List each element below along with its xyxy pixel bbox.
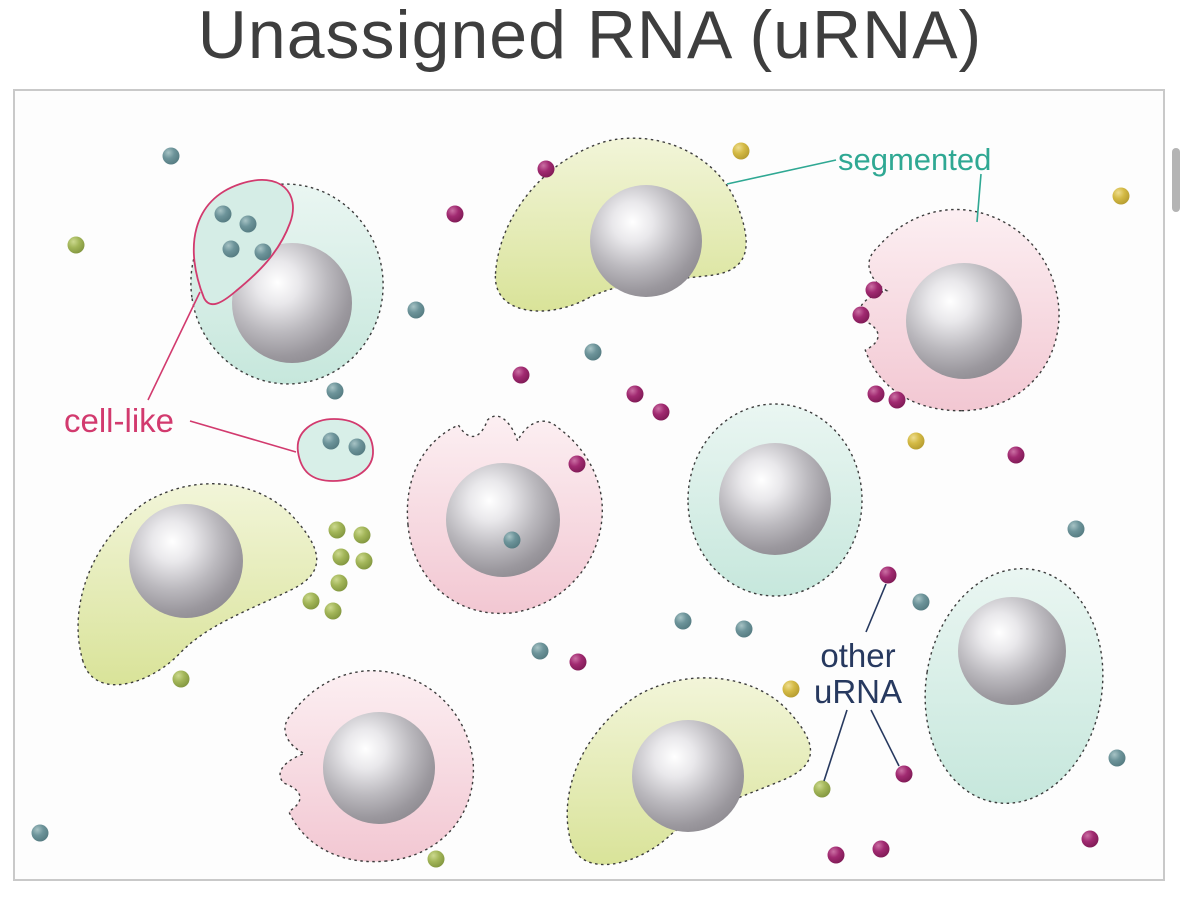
urna-dot-magenta xyxy=(865,281,883,299)
label-other-urna-line2: uRNA xyxy=(814,673,902,710)
urna-dot-teal xyxy=(1067,520,1085,538)
urna-dot-olive xyxy=(67,236,85,254)
urna-dot-teal xyxy=(162,147,180,165)
cell-teal-right xyxy=(924,567,1104,805)
connector-line xyxy=(870,709,900,767)
urna-dot-olive xyxy=(353,526,371,544)
cell-pink-bottom xyxy=(279,670,475,863)
nucleus xyxy=(323,712,435,824)
urna-dot-magenta xyxy=(827,846,845,864)
urna-dot-olive xyxy=(328,521,346,539)
urna-dot-teal xyxy=(254,243,272,261)
urna-dot-yellow xyxy=(907,432,925,450)
urna-dot-olive xyxy=(172,670,190,688)
urna-dot-yellow xyxy=(732,142,750,160)
urna-dot-teal xyxy=(326,382,344,400)
urna-dot-magenta xyxy=(626,385,644,403)
urna-dot-teal xyxy=(239,215,257,233)
figure-title: Unassigned RNA (uRNA) xyxy=(197,0,983,73)
cell-green-top xyxy=(494,137,747,312)
urna-dot-teal xyxy=(912,593,930,611)
urna-dot-olive xyxy=(813,780,831,798)
urna-dot-olive xyxy=(330,574,348,592)
nucleus xyxy=(719,443,831,555)
label-other-urna-line1: other xyxy=(820,637,895,674)
urna-dot-magenta xyxy=(852,306,870,324)
cell-pink-middle xyxy=(406,415,603,615)
urna-dot-olive xyxy=(427,850,445,868)
nucleus xyxy=(632,720,744,832)
urna-dot-magenta xyxy=(867,385,885,403)
urna-dot-magenta xyxy=(895,765,913,783)
urna-dot-teal xyxy=(322,432,340,450)
urna-dot-teal xyxy=(222,240,240,258)
scrollbar-thumb[interactable] xyxy=(1172,148,1180,212)
urna-dot-magenta xyxy=(888,391,906,409)
nucleus xyxy=(958,597,1066,705)
nucleus xyxy=(906,263,1022,379)
urna-dot-magenta xyxy=(446,205,464,223)
nucleus xyxy=(232,243,352,363)
urna-dot-magenta xyxy=(537,160,555,178)
nucleus xyxy=(590,185,702,297)
urna-dot-teal xyxy=(503,531,521,549)
region-cell-like-blob xyxy=(296,418,374,482)
urna-dot-magenta xyxy=(1081,830,1099,848)
urna-dot-olive xyxy=(324,602,342,620)
urna-dot-magenta xyxy=(568,455,586,473)
cell-teal-middle xyxy=(687,403,863,597)
cell-green-bottom xyxy=(566,677,811,866)
urna-dot-olive xyxy=(332,548,350,566)
nucleus xyxy=(446,463,560,577)
urna-dot-teal xyxy=(407,301,425,319)
urna-dot-teal xyxy=(1108,749,1126,767)
urna-dot-teal xyxy=(531,642,549,660)
connector-line xyxy=(865,583,887,633)
label-segmented: segmented xyxy=(838,142,991,177)
urna-dot-teal xyxy=(735,620,753,638)
connector-line xyxy=(189,420,297,453)
urna-dot-yellow xyxy=(782,680,800,698)
urna-dot-magenta xyxy=(512,366,530,384)
connector-line xyxy=(976,173,982,223)
connector-line xyxy=(823,709,848,782)
urna-dot-yellow xyxy=(1112,187,1130,205)
urna-dot-magenta xyxy=(652,403,670,421)
urna-dot-magenta xyxy=(1007,446,1025,464)
label-cell-like: cell-like xyxy=(64,402,174,439)
cell-green-left xyxy=(77,483,318,686)
connector-line xyxy=(147,291,201,401)
urna-dot-magenta xyxy=(569,653,587,671)
urna-dot-teal xyxy=(214,205,232,223)
urna-dot-olive xyxy=(355,552,373,570)
connector-line xyxy=(726,159,837,185)
urna-dot-olive xyxy=(302,592,320,610)
urna-dot-teal xyxy=(31,824,49,842)
urna-dot-teal xyxy=(674,612,692,630)
urna-dot-magenta xyxy=(879,566,897,584)
urna-dot-teal xyxy=(584,343,602,361)
cell-pink-topright xyxy=(859,208,1060,412)
urna-dot-teal xyxy=(348,438,366,456)
nucleus xyxy=(129,504,243,618)
urna-dot-magenta xyxy=(872,840,890,858)
